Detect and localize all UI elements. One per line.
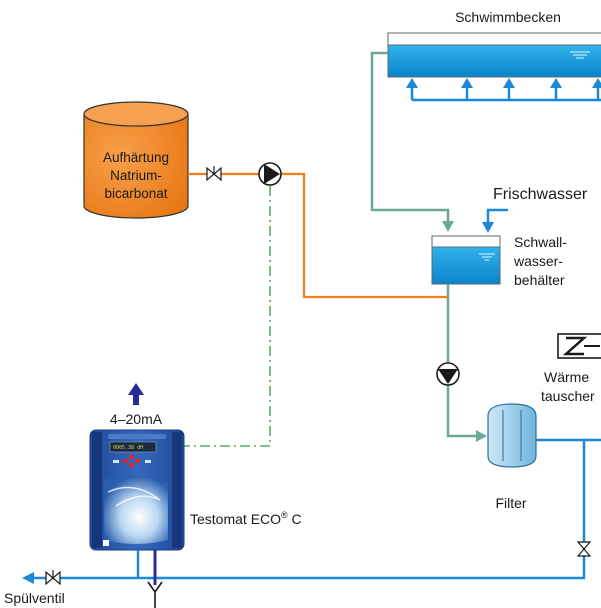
device-logo-icon	[103, 540, 109, 546]
softening-label-3: bicarbonat	[104, 186, 167, 201]
heat-exchanger-icon	[557, 333, 601, 359]
device-swirl-graphic	[104, 475, 168, 544]
surge-tank-level-icon	[479, 253, 495, 261]
heat-exchanger-label-2: tauscher	[541, 388, 595, 404]
filter-label: Filter	[495, 495, 526, 511]
circulation-pump-icon	[436, 362, 460, 386]
softening-label-2: Natrium-	[110, 168, 162, 183]
fresh-water-label: Frischwasser	[493, 186, 588, 203]
control-signal-line	[184, 186, 271, 447]
surge-tank-label-1: Schwall-	[514, 234, 567, 250]
svg-text:0005.38 dH: 0005.38 dH	[113, 445, 143, 451]
signal-output-arrow-icon	[128, 383, 144, 405]
pool-inlet-arrow-icons	[406, 78, 601, 88]
flush-valve-icon	[45, 570, 61, 586]
dosing-line	[188, 172, 448, 299]
heat-exchanger-label-1: Wärme	[544, 369, 589, 385]
fresh-water-arrow-icon	[482, 222, 494, 233]
pool	[387, 32, 601, 78]
testomat-device: 0005.38 dH	[89, 429, 185, 551]
overflow-arrow-icon	[442, 221, 454, 232]
surge-tank	[431, 235, 501, 285]
pool-label: Schwimmbecken	[455, 9, 561, 25]
drain-funnel-icon	[147, 581, 163, 608]
filter	[487, 403, 537, 468]
softening-label-1: Aufhärtung	[103, 150, 169, 165]
overflow-return-line	[370, 51, 450, 224]
device-keypad	[113, 455, 151, 467]
flush-outlet-arrow-icon	[22, 572, 34, 584]
flush-valve-label: Spülventil	[4, 590, 65, 606]
device-display	[109, 441, 157, 453]
filter-inlet-arrow-icon	[476, 430, 487, 442]
flush-line-valve-icon	[576, 541, 592, 557]
surge-tank-label-3: behälter	[514, 272, 565, 288]
device-name-label: Testomat ECO® C	[190, 510, 302, 527]
surge-tank-label-2: wasser-	[513, 253, 563, 269]
signal-label: 4–20mA	[110, 411, 163, 427]
dosing-valve-icon	[206, 166, 222, 182]
filter-outlet-line	[30, 438, 586, 580]
softening-tank	[83, 101, 189, 219]
pool-water-level-icon	[570, 51, 590, 59]
dosing-pump-icon	[258, 162, 282, 186]
device-reg-mark: ®	[281, 510, 288, 520]
suction-line	[446, 284, 478, 438]
pool-inlet-manifold	[410, 86, 601, 102]
fresh-water-line	[486, 208, 508, 225]
